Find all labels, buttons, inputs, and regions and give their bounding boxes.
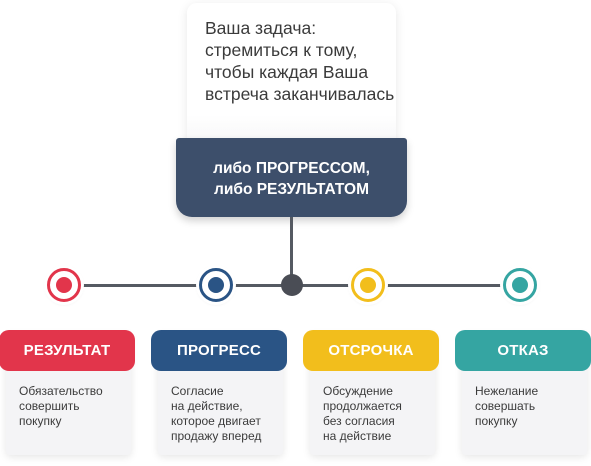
desc-line: покупку [19, 414, 62, 428]
category-card-refusal: ОТКАЗ Нежелание совершать покупку [455, 330, 591, 455]
center-junction-dot [281, 274, 303, 296]
category-title: ПРОГРЕСС [151, 330, 287, 371]
goal-line: встреча заканчивалась [205, 84, 395, 104]
desc-line: на действие [323, 429, 392, 443]
desc-line: покупку [475, 414, 518, 428]
category-card-postpone: ОТСРОЧКА Обсуждение продолжается без сог… [303, 330, 439, 455]
node-result [47, 268, 81, 302]
category-title: РЕЗУЛЬТАТ [0, 330, 135, 371]
category-description: Нежелание совершать покупку [475, 384, 587, 429]
desc-line: Обсуждение [323, 384, 393, 398]
outcome-line: либо ПРОГРЕССОМ, [213, 160, 370, 177]
node-postpone [351, 268, 385, 302]
node-progress-dot [208, 277, 224, 293]
category-description: Согласие на действие, которое двигает пр… [171, 384, 283, 444]
goal-line: стремиться к тому, [205, 40, 358, 60]
goal-text: Ваша задача: стремиться к тому, чтобы ка… [205, 17, 395, 105]
desc-line: Нежелание [475, 384, 539, 398]
category-card-result: РЕЗУЛЬТАТ Обязательство совершить покупк… [0, 330, 135, 455]
node-refusal [503, 268, 537, 302]
desc-line: которое двигает [171, 414, 261, 428]
desc-line: Согласие [171, 384, 224, 398]
goal-line: Ваша задача: [205, 18, 317, 38]
node-progress [199, 268, 233, 302]
vertical-connector [290, 217, 293, 287]
desc-line: продажу вперед [171, 429, 262, 443]
desc-line: Обязательство [19, 384, 103, 398]
desc-line: совершать [475, 399, 536, 413]
outcome-line: либо РЕЗУЛЬТАТОМ [214, 181, 369, 198]
desc-line: продолжается [323, 399, 402, 413]
goal-card [187, 3, 396, 163]
node-refusal-dot [512, 277, 528, 293]
category-title: ОТКАЗ [455, 330, 591, 371]
desc-line: совершить [19, 399, 80, 413]
category-description: Обсуждение продолжается без согласия на … [323, 384, 435, 444]
desc-line: на действие, [171, 399, 243, 413]
category-description: Обязательство совершить покупку [19, 384, 131, 429]
desc-line: без согласия [323, 414, 395, 428]
category-card-progress: ПРОГРЕСС Согласие на действие, которое д… [151, 330, 287, 455]
outcome-text: либо ПРОГРЕССОМ, либо РЕЗУЛЬТАТОМ [176, 158, 407, 200]
node-result-dot [56, 277, 72, 293]
node-postpone-dot [360, 277, 376, 293]
category-title: ОТСРОЧКА [303, 330, 439, 371]
outcome-banner [176, 138, 407, 217]
goal-line: чтобы каждая Ваша [205, 62, 369, 82]
